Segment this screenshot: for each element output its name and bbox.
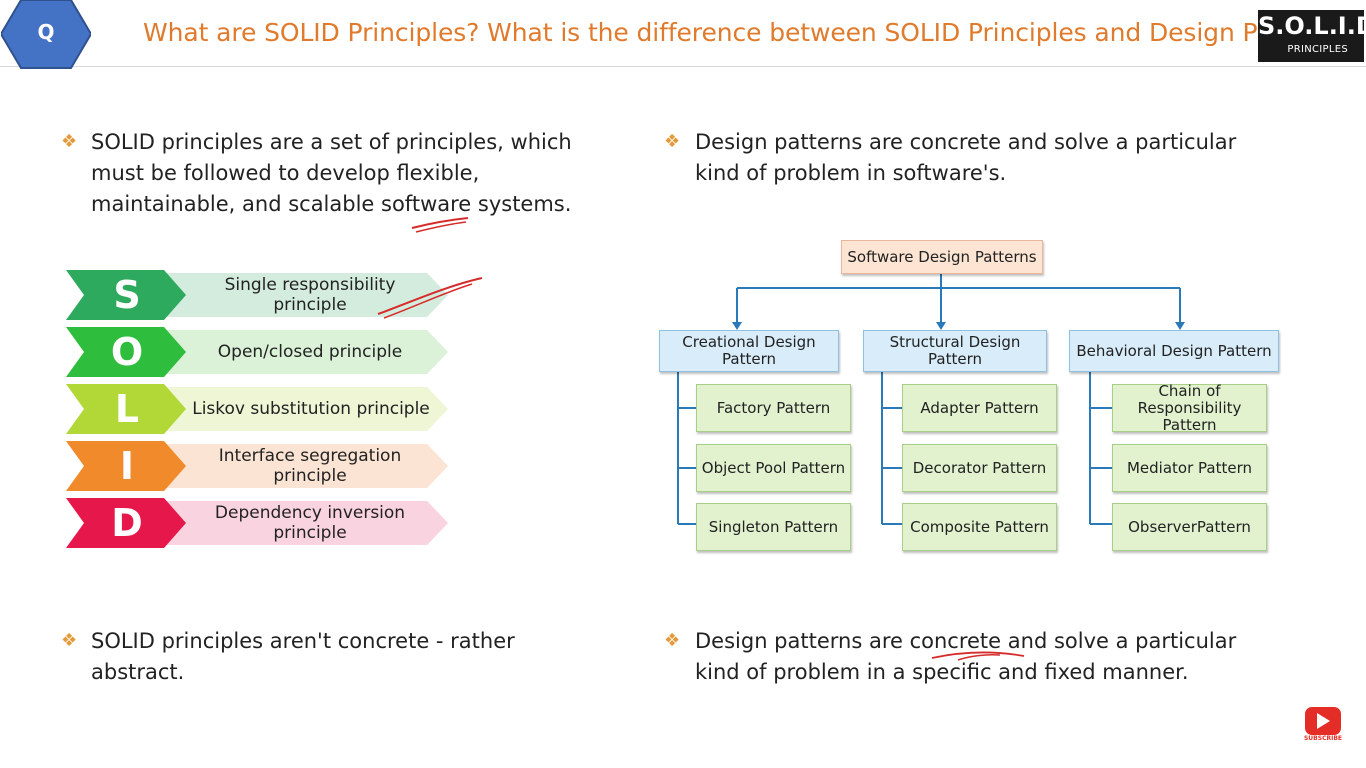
solid-band xyxy=(150,444,448,488)
tree-root-box: Software Design Patterns xyxy=(841,240,1043,274)
tree-pattern-box: Singleton Pattern xyxy=(696,503,851,551)
checkmark-annotation xyxy=(377,277,483,319)
diamond-bullet-icon: ❖ xyxy=(61,630,78,651)
bullet-solid-abstract: SOLID principles aren't concrete - rathe… xyxy=(91,629,515,684)
tree-category-box: Structural Design Pattern xyxy=(863,330,1047,372)
solid-letter: D xyxy=(111,501,143,545)
tree-category-box: Creational Design Pattern xyxy=(659,330,839,372)
subscribe-label[interactable]: SUBSCRIBE xyxy=(1303,735,1342,742)
solid-band xyxy=(150,273,448,317)
solid-letter: L xyxy=(114,387,140,431)
solid-logo-text: S.O.L.I.D. xyxy=(1258,12,1366,40)
solid-letter: I xyxy=(119,444,135,488)
solid-principle-label: Open/closed principle xyxy=(217,342,403,362)
solid-band xyxy=(150,501,448,545)
solid-principle-label: Interface segregation principle xyxy=(218,446,402,486)
bullet-patterns-specific: Design patterns are concrete and solve a… xyxy=(695,629,1237,684)
solid-letter: O xyxy=(110,330,144,374)
tree-pattern-box: Factory Pattern xyxy=(696,384,851,432)
solid-band xyxy=(150,330,448,374)
play-icon xyxy=(1317,713,1330,729)
tree-category-box: Behavioral Design Pattern xyxy=(1069,330,1279,372)
tree-pattern-box: Composite Pattern xyxy=(902,503,1057,551)
solid-logo-subtext: PRINCIPLES xyxy=(1287,44,1348,55)
diamond-bullet-icon: ❖ xyxy=(664,630,681,651)
solid-letter: S xyxy=(113,273,141,317)
solid-letter-arrow xyxy=(66,384,186,434)
question-hexagon-icon xyxy=(1,0,91,69)
tree-pattern-box: Decorator Pattern xyxy=(902,444,1057,492)
solid-logo xyxy=(1258,10,1364,62)
tree-pattern-box: Object Pool Pattern xyxy=(696,444,851,492)
tree-pattern-box: ObserverPattern xyxy=(1112,503,1267,551)
solid-principle-label: Dependency inversion principle xyxy=(214,503,406,543)
bullet-solid-intro: SOLID principles are a set of principles… xyxy=(91,130,572,216)
pattern-tree-connectors xyxy=(677,274,1185,525)
solid-principle-label: Single responsibility principle xyxy=(224,275,396,315)
page-title: What are SOLID Principles? What is the d… xyxy=(143,18,1358,47)
tree-pattern-box: Chain of Responsibility Pattern xyxy=(1112,382,1267,433)
solid-letter-arrow xyxy=(66,270,186,320)
underline-annotation xyxy=(931,651,1025,661)
question-label: Q xyxy=(37,20,55,44)
header-bar xyxy=(0,0,1366,67)
diamond-bullet-icon: ❖ xyxy=(664,131,681,152)
diamond-bullet-icon: ❖ xyxy=(61,131,78,152)
solid-band xyxy=(150,387,448,431)
solid-letter-arrow xyxy=(66,498,186,548)
tree-pattern-box: Adapter Pattern xyxy=(902,384,1057,432)
bullet-patterns-intro: Design patterns are concrete and solve a… xyxy=(695,130,1237,185)
tree-pattern-box: Mediator Pattern xyxy=(1112,444,1267,492)
solid-principle-label: Liskov substitution principle xyxy=(192,399,430,419)
underline-annotation xyxy=(411,217,469,233)
solid-letter-arrow xyxy=(66,327,186,377)
solid-letter-arrow xyxy=(66,441,186,491)
